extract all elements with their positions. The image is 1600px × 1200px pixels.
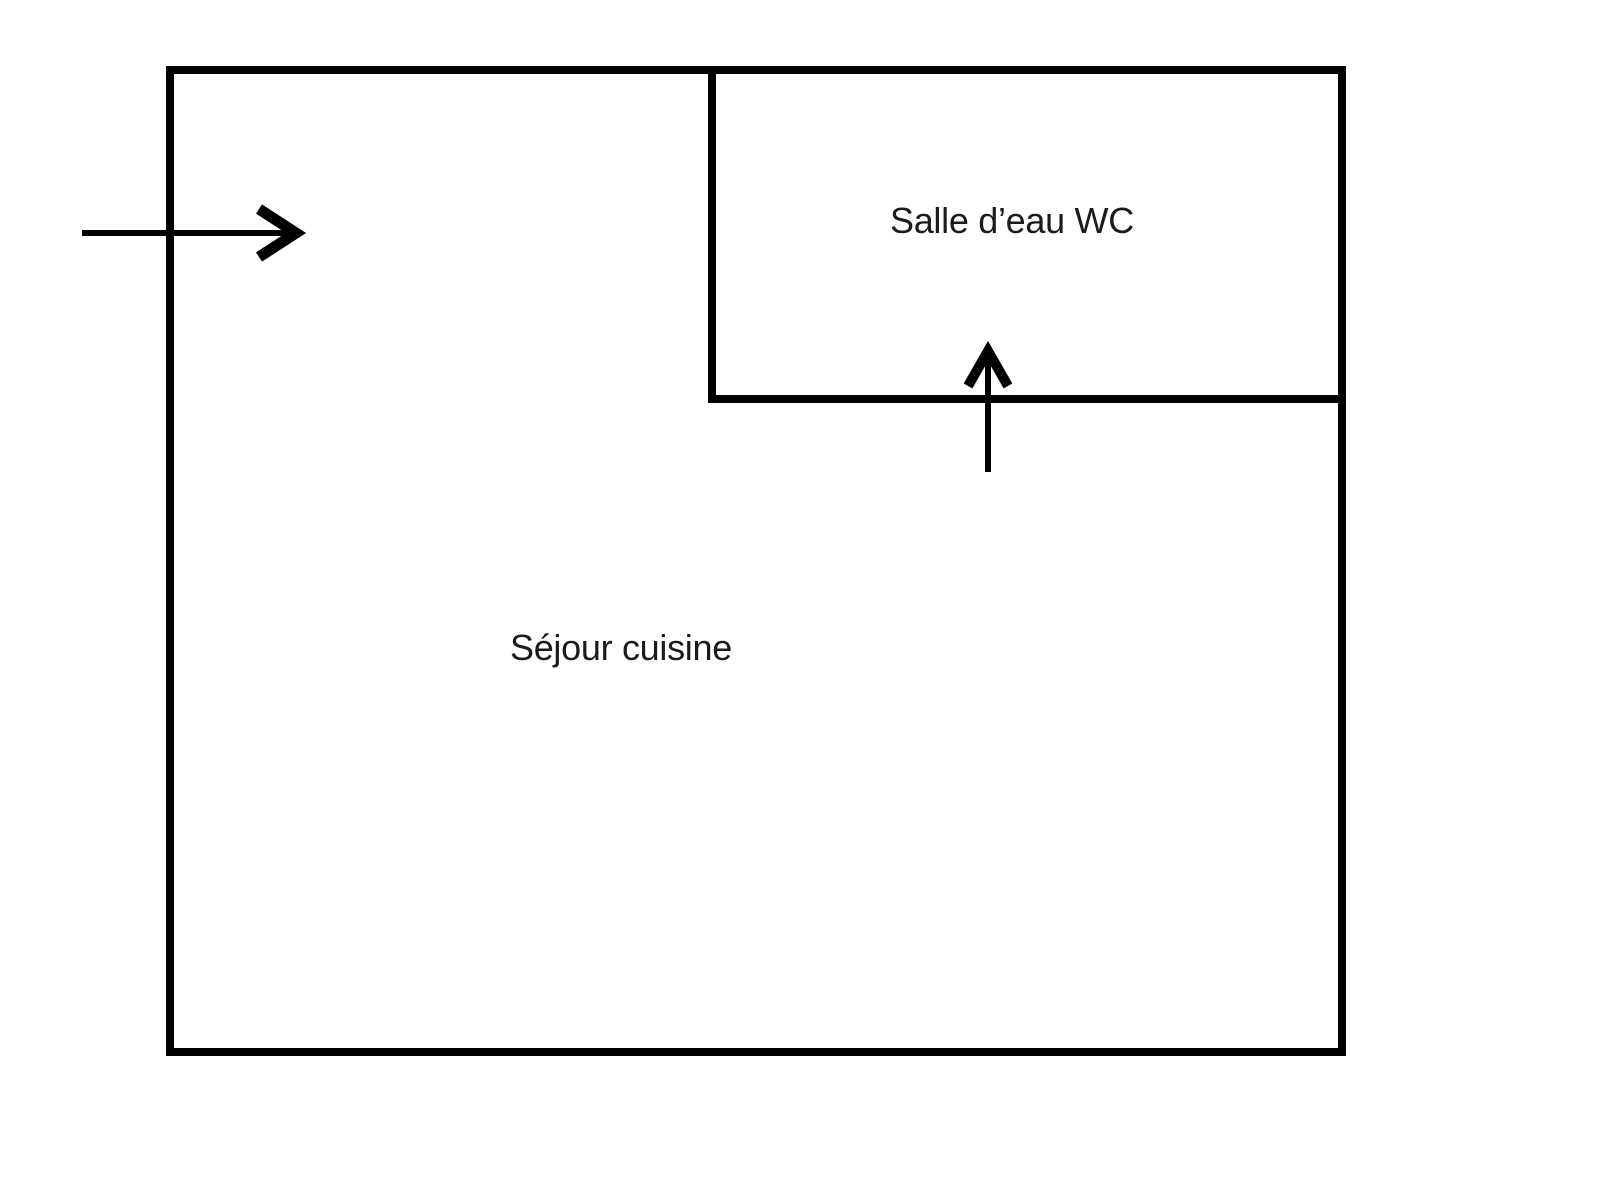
outer-wall <box>166 66 1346 1056</box>
arrow-right-head <box>256 204 307 262</box>
arrow-right-icon <box>82 204 307 262</box>
room-label-sejour-cuisine: Séjour cuisine <box>510 627 732 668</box>
arrow-up-head <box>963 340 1013 389</box>
wc-partition-wall <box>708 70 1342 403</box>
arrow-up-icon <box>963 340 1013 472</box>
room-label-salle-deau-wc: Salle d’eau WC <box>890 200 1134 241</box>
